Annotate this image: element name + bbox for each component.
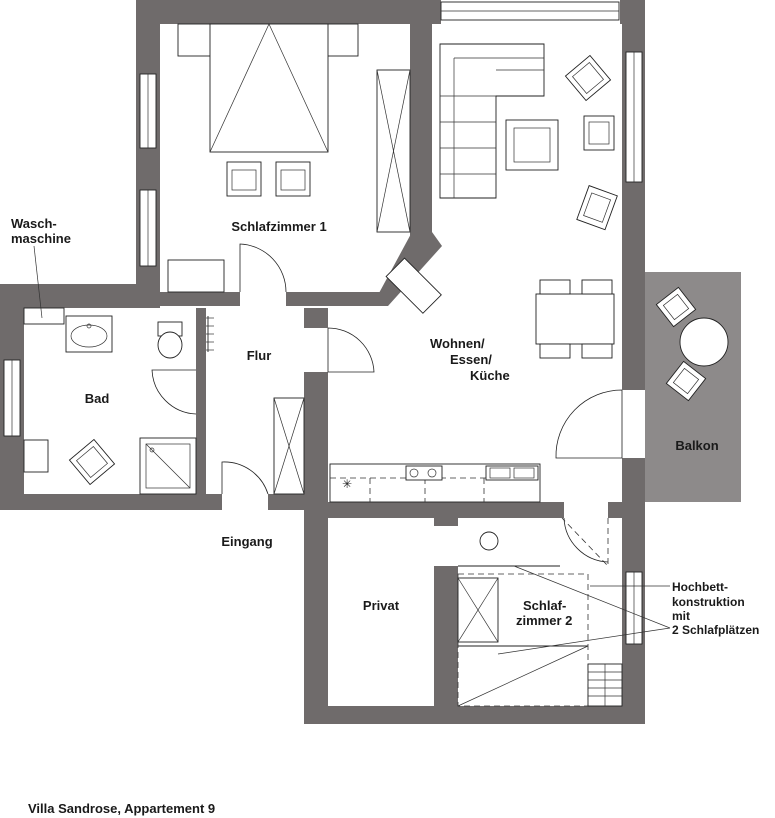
label-bad: Bad bbox=[85, 391, 110, 406]
living-armchairs bbox=[564, 54, 618, 231]
living-door bbox=[327, 327, 375, 373]
toilet bbox=[157, 321, 183, 359]
shower bbox=[139, 437, 197, 495]
label-zimmer-2: zimmer 2 bbox=[516, 613, 572, 628]
room2-door-dashed bbox=[561, 517, 609, 567]
balcony-door bbox=[555, 389, 623, 459]
dining-table bbox=[535, 279, 615, 359]
label-flur: Flur bbox=[247, 348, 272, 363]
kitchen-sink bbox=[485, 465, 539, 481]
windows bbox=[3, 1, 643, 645]
label-kueche: Küche bbox=[470, 368, 510, 383]
washbasin bbox=[65, 315, 113, 353]
coffee-table bbox=[505, 119, 559, 171]
label-essen: Essen/ bbox=[450, 352, 492, 367]
label-schlafplaetze: 2 Schlafplätzen bbox=[672, 623, 759, 637]
corner-sofa bbox=[439, 43, 545, 199]
waschmaschine-pointer bbox=[33, 245, 43, 319]
hochbett-pointers bbox=[497, 565, 671, 655]
label-eingang: Eingang bbox=[221, 534, 272, 549]
ceiling-lamp bbox=[479, 531, 499, 551]
label-schlaf: Schlaf- bbox=[523, 598, 566, 613]
label-schlafzimmer-1: Schlafzimmer 1 bbox=[231, 219, 326, 234]
label-balkon: Balkon bbox=[675, 438, 718, 453]
hall-wardrobe bbox=[273, 397, 305, 495]
label-privat: Privat bbox=[363, 598, 400, 613]
hall-coat-rack bbox=[206, 316, 214, 352]
room2-wardrobe bbox=[457, 577, 499, 643]
label-wohnen: Wohnen/ bbox=[430, 336, 485, 351]
label-maschine: maschine bbox=[11, 231, 71, 246]
caption: Villa Sandrose, Appartement 9 bbox=[28, 801, 215, 816]
cooktop bbox=[405, 465, 443, 481]
room2-door bbox=[563, 517, 609, 563]
bathroom-door bbox=[151, 369, 197, 415]
balcony-furniture bbox=[655, 286, 729, 402]
loft-ladder bbox=[587, 663, 623, 707]
sideboard bbox=[385, 257, 442, 314]
label-wasch: Wasch- bbox=[11, 216, 57, 231]
entrance-door bbox=[221, 461, 269, 495]
double-bed bbox=[177, 23, 359, 153]
label-mit: mit bbox=[672, 609, 690, 623]
loft-bed-structure bbox=[457, 573, 589, 707]
bath-cabinet bbox=[23, 439, 49, 473]
bedroom-door bbox=[239, 243, 287, 293]
bath-chair bbox=[68, 438, 116, 486]
label-konstruktion: konstruktion bbox=[672, 595, 745, 609]
svg-text:✳: ✳ bbox=[342, 477, 352, 491]
label-hochbett: Hochbett- bbox=[672, 580, 728, 594]
bedroom-chairs bbox=[226, 161, 311, 197]
bedroom-desk bbox=[167, 259, 225, 293]
washing-machine bbox=[23, 307, 65, 325]
wardrobe bbox=[376, 69, 411, 233]
